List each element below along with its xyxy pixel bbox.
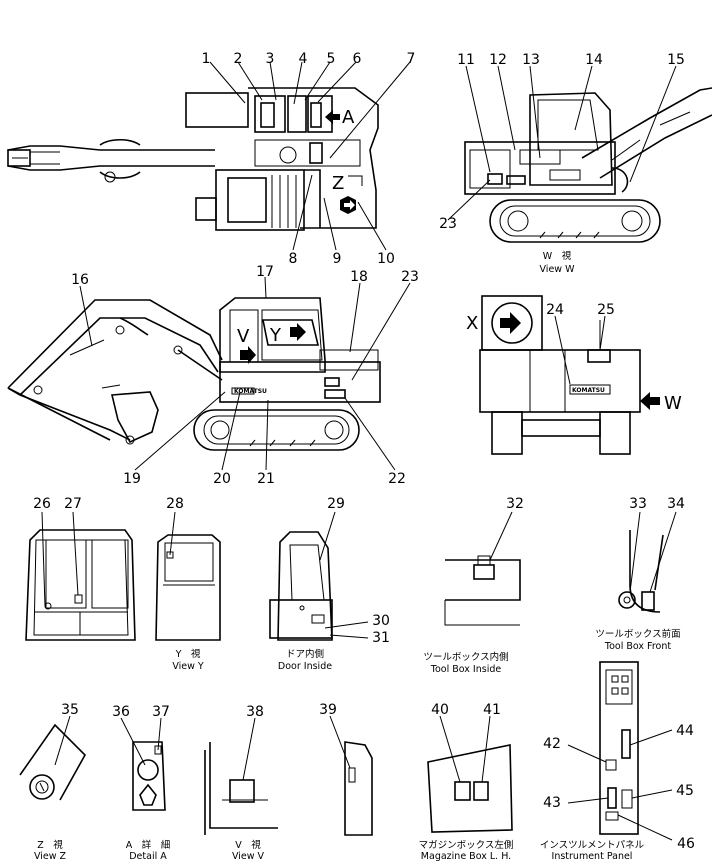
- caption-tool-box-inside-jp: ツールボックス内側: [423, 651, 508, 663]
- callout-35: 35: [61, 702, 79, 718]
- detail-a: [120, 717, 166, 811]
- callout-13: 13: [522, 52, 540, 68]
- callout-22: 22: [388, 471, 406, 487]
- callout-3: 3: [266, 51, 275, 67]
- callout-36: 36: [112, 704, 130, 720]
- part-39-detail: [329, 715, 373, 836]
- callout-37: 37: [152, 704, 170, 720]
- callout-46: 46: [677, 836, 695, 852]
- cab-view-y: [155, 511, 221, 641]
- side-view: Y V KOMATSU: [7, 276, 411, 471]
- callout-24: 24: [546, 302, 564, 318]
- caption-instrument-panel-en: Instrument Panel: [552, 851, 633, 862]
- callout-20: 20: [213, 471, 231, 487]
- brand-logo-side: KOMATSU: [234, 388, 267, 395]
- view-letter-z: Z: [332, 173, 344, 194]
- callout-1: 1: [202, 51, 211, 67]
- callout-40: 40: [431, 702, 449, 718]
- callout-43: 43: [543, 795, 561, 811]
- arrow-left-icon: [640, 392, 660, 410]
- callout-7: 7: [407, 51, 416, 67]
- caption-detail-a-jp: A 詳 細: [126, 839, 171, 851]
- caption-view-z-jp: Z 視: [37, 839, 63, 851]
- caption-instrument-panel-jp: インスツルメントパネル: [540, 840, 645, 851]
- callout-10: 10: [377, 251, 395, 267]
- view-letter-y: Y: [269, 325, 282, 346]
- caption-view-y-jp: Y 視: [175, 648, 201, 660]
- rear-view: X KOMATSU W: [466, 295, 682, 455]
- caption-tool-box-inside-en: Tool Box Inside: [430, 664, 502, 675]
- callout-34: 34: [667, 496, 685, 512]
- callout-28: 28: [166, 496, 184, 512]
- callout-14: 14: [585, 52, 603, 68]
- view-w-drawing: [447, 65, 712, 243]
- callout-6: 6: [353, 51, 362, 67]
- brand-logo-rear: KOMATSU: [572, 387, 605, 394]
- instrument-panel-view: [567, 661, 673, 841]
- callout-16: 16: [71, 272, 89, 288]
- caption-view-v-en: View V: [232, 851, 265, 862]
- callout-33: 33: [629, 496, 647, 512]
- callout-23b: 23: [401, 269, 419, 285]
- top-view: A Z: [7, 61, 411, 251]
- view-letter-v: V: [237, 326, 250, 347]
- door-inside-view: [269, 511, 369, 641]
- callout-2: 2: [234, 51, 243, 67]
- caption-view-w-jp: W 視: [543, 250, 572, 262]
- callout-9: 9: [333, 251, 342, 267]
- callout-18: 18: [350, 269, 368, 285]
- callout-12: 12: [489, 52, 507, 68]
- callout-25: 25: [597, 302, 615, 318]
- caption-view-w-en: View W: [540, 264, 576, 275]
- arrow-right-icon: [240, 346, 256, 364]
- callout-23a: 23: [439, 216, 457, 232]
- callout-19: 19: [123, 471, 141, 487]
- arrow-left-icon: [325, 110, 340, 124]
- callout-30: 30: [372, 613, 390, 629]
- caption-detail-a-en: Detail A: [129, 851, 167, 862]
- callout-5: 5: [327, 51, 336, 67]
- caption-magazine-box-jp: マガジンボックス左側: [419, 839, 514, 851]
- callout-29: 29: [327, 496, 345, 512]
- magazine-box-view: [427, 715, 513, 833]
- callout-39: 39: [319, 702, 337, 718]
- caption-view-z-en: View Z: [34, 851, 67, 862]
- callout-26: 26: [33, 496, 51, 512]
- cab-front-view: [25, 511, 136, 641]
- view-v-detail: [204, 717, 278, 835]
- callout-31: 31: [372, 630, 390, 646]
- view-letter-w: W: [664, 393, 682, 414]
- caption-tool-box-front-en: Tool Box Front: [604, 641, 671, 652]
- view-z-detail: [19, 715, 86, 801]
- callout-27: 27: [64, 496, 82, 512]
- caption-door-inside-en: Door Inside: [278, 661, 332, 672]
- callout-42: 42: [543, 736, 561, 752]
- callout-15: 15: [667, 52, 685, 68]
- view-letter-a: A: [342, 107, 355, 128]
- callout-45: 45: [676, 783, 694, 799]
- tool-box-front-view: [618, 511, 677, 613]
- callout-4: 4: [299, 51, 308, 67]
- arrow-right-icon: [290, 323, 306, 341]
- caption-view-v-jp: V 視: [235, 839, 261, 851]
- tool-box-inside-view: [444, 511, 521, 626]
- view-letter-x: X: [466, 313, 478, 334]
- caption-view-y-en: View Y: [172, 661, 204, 672]
- callout-41: 41: [483, 702, 501, 718]
- callout-17: 17: [256, 264, 274, 280]
- callout-8: 8: [289, 251, 298, 267]
- caption-tool-box-front-jp: ツールボックス前面: [595, 628, 680, 640]
- caption-magazine-box-en: Magazine Box L. H.: [421, 851, 511, 862]
- callout-44: 44: [676, 723, 694, 739]
- callout-21: 21: [257, 471, 275, 487]
- callout-38: 38: [246, 704, 264, 720]
- caption-door-inside-jp: ドア内側: [286, 648, 324, 660]
- callout-32: 32: [506, 496, 524, 512]
- arrow-right-icon: [500, 312, 521, 334]
- callout-11: 11: [457, 52, 475, 68]
